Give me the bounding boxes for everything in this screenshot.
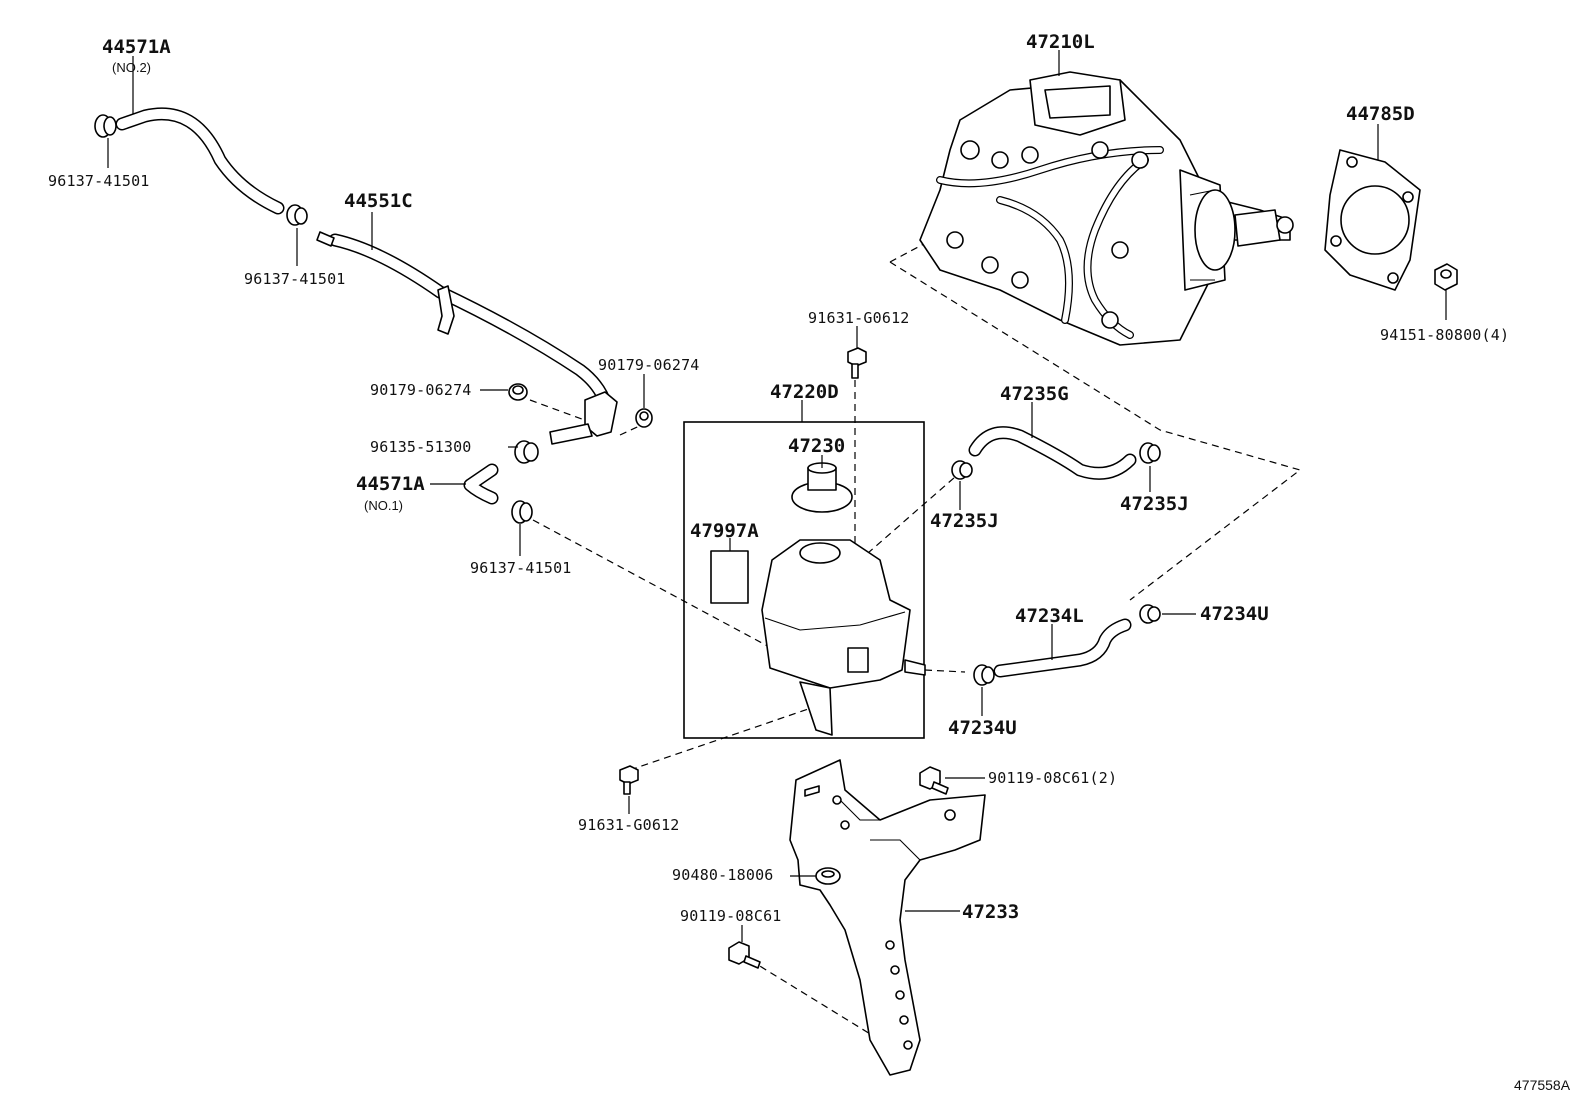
clip-96137-top xyxy=(94,114,117,138)
label-96135: 96135-51300 xyxy=(370,438,472,456)
label-96137-top: 96137-41501 xyxy=(48,172,150,190)
clip-47235j-right xyxy=(1139,442,1161,464)
label-90179-right: 90179-06274 xyxy=(598,356,700,374)
label-44571a-no2: 44571A xyxy=(102,36,171,58)
label-47997a: 47997A xyxy=(690,520,759,542)
brake-actuator-47210l xyxy=(919,71,1294,346)
note-no1: (NO.1) xyxy=(364,498,403,513)
washer-90480 xyxy=(815,867,841,885)
label-90179-left: 90179-06274 xyxy=(370,381,472,399)
label-90480: 90480-18006 xyxy=(672,866,774,884)
label-47997a xyxy=(710,550,749,604)
grommet-90179-right xyxy=(635,408,653,428)
label-47234u-right: 47234U xyxy=(1200,603,1269,625)
clip-47234u-right xyxy=(1139,604,1161,624)
grommet-90179-left xyxy=(508,383,528,401)
cap-47230 xyxy=(791,462,853,513)
label-44551c: 44551C xyxy=(344,190,413,212)
label-47220d: 47220D xyxy=(770,381,839,403)
hose-47234l xyxy=(993,618,1132,678)
label-47210l: 47210L xyxy=(1026,31,1095,53)
bolt-90119-2 xyxy=(919,766,949,795)
label-94151: 94151-80800(4) xyxy=(1380,326,1509,344)
clip-96137-low xyxy=(511,500,533,524)
label-47235g: 47235G xyxy=(1000,383,1069,405)
pipe-44551c xyxy=(316,231,618,445)
label-90119-2: 90119-08C61(2) xyxy=(988,769,1117,787)
bolt-91631-top xyxy=(847,347,867,379)
diagram-id: 477558A xyxy=(1514,1077,1571,1093)
label-91631-top: 91631-G0612 xyxy=(808,309,910,327)
hose-44571a-no1 xyxy=(463,463,499,505)
label-47234l: 47234L xyxy=(1015,605,1084,627)
hose-44571a-no2 xyxy=(115,107,285,215)
label-91631-low: 91631-G0612 xyxy=(578,816,680,834)
label-90119: 90119-08C61 xyxy=(680,907,782,925)
note-no2: (NO.2) xyxy=(112,60,151,75)
label-96137-low: 96137-41501 xyxy=(470,559,572,577)
label-96137-mid: 96137-41501 xyxy=(244,270,346,288)
clip-96137-mid xyxy=(286,204,308,226)
bolt-90119 xyxy=(728,941,761,969)
label-47230: 47230 xyxy=(788,435,845,457)
label-47235j-left: 47235J xyxy=(930,510,999,532)
label-47234u-low: 47234U xyxy=(948,717,1017,739)
gasket-44785d xyxy=(1324,149,1421,291)
label-47235j-right: 47235J xyxy=(1120,493,1189,515)
label-47233: 47233 xyxy=(962,901,1019,923)
assembly-dashed-lines xyxy=(529,229,1302,1041)
bracket-47233 xyxy=(789,759,986,1076)
clip-47234u-low xyxy=(973,664,995,686)
reservoir-47220d-box xyxy=(683,421,925,739)
label-44785d: 44785D xyxy=(1346,103,1415,125)
label-44571a-no1: 44571A xyxy=(356,473,425,495)
clip-47235j-left xyxy=(951,460,973,480)
hose-47235g xyxy=(968,426,1137,480)
part-labels: 44571A (NO.2) 96137-41501 44551C 96137-4… xyxy=(48,31,1571,1093)
bolt-91631-low xyxy=(619,765,639,795)
reservoir-tank xyxy=(761,539,926,736)
clip-96135 xyxy=(514,440,539,464)
nut-94151 xyxy=(1434,263,1458,291)
